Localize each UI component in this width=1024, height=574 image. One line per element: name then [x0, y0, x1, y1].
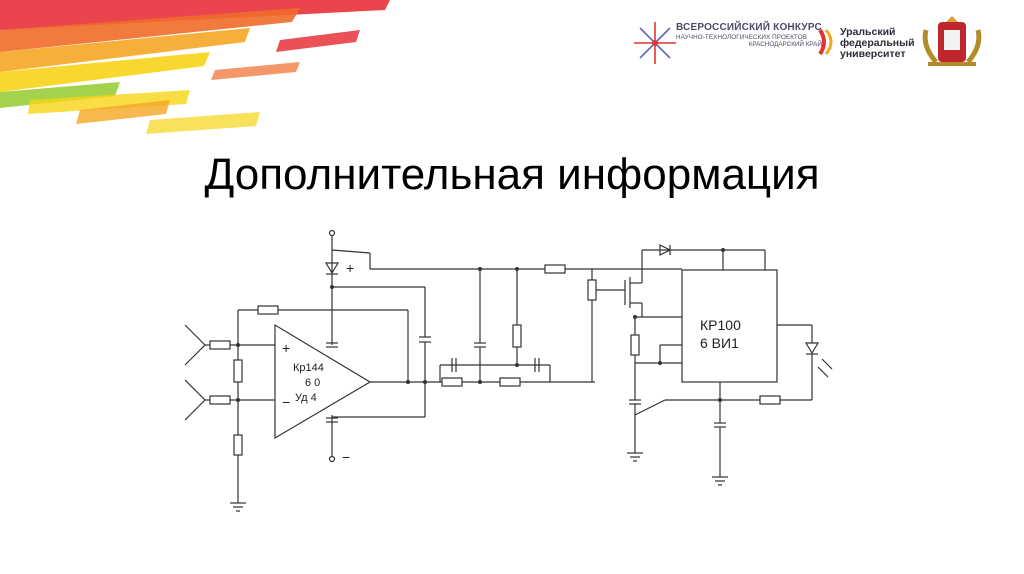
contest-region: КРАСНОДАРСКИЙ КРАЙ	[748, 40, 822, 48]
opamp-label-line1: Кр144	[293, 362, 324, 374]
opamp-label-line2: 6 0	[305, 377, 320, 389]
contest-text: ВСЕРОССИЙСКИЙ КОНКУРС НАУЧНО-ТЕХНОЛОГИЧЕ…	[676, 22, 822, 48]
opamp-minus-label: −	[282, 394, 290, 410]
contest-subtitle: НАУЧНО-ТЕХНОЛОГИЧЕСКИХ ПРОЕКТОВ	[676, 33, 807, 41]
urfu-logo-icon	[818, 28, 833, 56]
university-name: Уральский федеральный университет	[840, 26, 915, 61]
slide-title: Дополнительная информация	[204, 150, 820, 199]
chip-label-line2: 6 ВИ1	[700, 335, 739, 351]
supply-plus-label: +	[346, 260, 354, 276]
opamp-label-line3: Уд 4	[295, 392, 317, 404]
coat-of-arms-icon	[922, 16, 982, 66]
chip-label-line1: КР100	[700, 317, 741, 333]
opamp-plus-label: +	[282, 340, 290, 356]
university-line3: университет	[840, 48, 906, 61]
university-line2: федеральный	[840, 37, 915, 50]
supply-minus-label: −	[342, 449, 350, 465]
circuit-schematic: + − Кр144 6 0 Уд 4 + − КР100 6 ВИ1	[184, 229, 833, 512]
decorative-stripes	[0, 0, 390, 134]
contest-logo-icon	[634, 22, 676, 64]
university-line1: Уральский	[840, 26, 896, 38]
contest-title: ВСЕРОССИЙСКИЙ КОНКУРС	[676, 22, 822, 33]
